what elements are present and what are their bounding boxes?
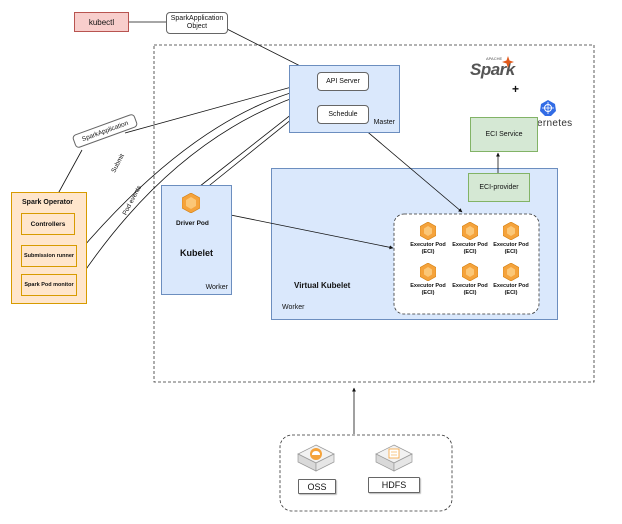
kubernetes-logo: kubernetes [520,100,580,132]
plus-sign: + [512,82,520,96]
pod-monitor-box: Spark Pod monitor [21,274,77,296]
kubernetes-wordmark: kubernetes [520,118,573,129]
worker-label-left: Worker [205,284,228,291]
driver-pod-label: Driver Pod [176,220,209,227]
controllers-box: Controllers [21,213,75,235]
master-label: Master [373,119,395,126]
executor-pod-icon [503,222,519,240]
hdfs-label-box: HDFS [368,477,420,493]
api-server-box: API Server [317,72,369,91]
spark-logo: APACHE Spark [470,56,515,79]
executor-pod-icon [420,222,436,240]
cluster-boundary [153,44,595,383]
executor-pod-icon [503,263,519,281]
kubelet-label: Kubelet [180,248,214,258]
storage-group-boundary [279,434,453,512]
spark-operator-title: Spark Operator [22,199,73,206]
executor-pod-icon [462,222,478,240]
executor-pod-label: Executor Pod [452,242,488,248]
eci-service-box: ECI Service [470,117,538,152]
executor-pod: Executor Pod(ECI) [491,222,531,256]
kubectl-box: kubectl [74,12,129,32]
executor-pod-sub: (ECI) [504,289,518,296]
spark-application-object-box: SparkApplication Object [166,12,228,34]
submission-runner-box: Submission runner [21,245,77,267]
driver-pod-icon [182,193,200,213]
executor-pod: Executor Pod(ECI) [408,263,448,297]
executor-pod-label: Executor Pod [410,242,446,248]
executor-pod: Executor Pod(ECI) [408,222,448,256]
spark-star-icon [502,56,514,68]
executor-pod-sub: (ECI) [421,289,435,296]
executor-pod-label: Executor Pod [493,242,529,248]
driver-to-executors-arrow [205,209,394,250]
schedule-box: Schedule [317,105,369,124]
executor-pod-icon [420,263,436,281]
executor-pod: Executor Pod(ECI) [450,263,490,297]
executor-pod: Executor Pod(ECI) [491,263,531,297]
kubernetes-helm-icon [540,100,556,116]
executor-pod: Executor Pod(ECI) [450,222,490,256]
oss-label-box: OSS [298,479,336,494]
executor-pod-label: Executor Pod [410,283,446,289]
oss-icon [296,443,336,473]
executor-pod-sub: (ECI) [463,289,477,296]
executor-pod-label: Executor Pod [452,283,488,289]
executor-pod-icon [462,263,478,281]
schedule-to-executors-arrow [356,122,463,213]
eci-provider-box: ECI-provider [468,173,530,202]
executor-pod-sub: (ECI) [421,248,435,255]
executor-pod-sub: (ECI) [463,248,477,255]
spark-wordmark: Spark [470,60,515,79]
executor-pod-sub: (ECI) [504,248,518,255]
executor-pod-label: Executor Pod [493,283,529,289]
hdfs-icon [374,443,414,473]
